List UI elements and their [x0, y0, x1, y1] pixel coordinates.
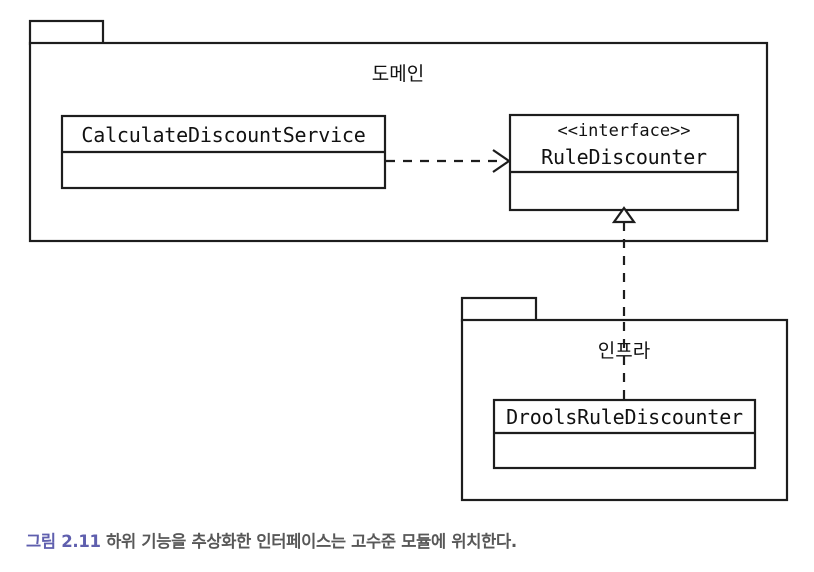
figure-caption: 그림 2.11 하위 기능을 추상화한 인터페이스는 고수준 모듈에 위치한다.: [26, 528, 806, 552]
class-calculate-discount-service[interactable]: CalculateDiscountService: [60, 114, 387, 190]
class-calculate-discount-service-name: CalculateDiscountService: [81, 123, 365, 147]
relation-realization: [611, 206, 637, 400]
package-domain-tab: [28, 19, 105, 46]
class-drools-rule-discounter[interactable]: DroolsRuleDiscounter: [492, 398, 757, 470]
class-rule-discounter[interactable]: <<interface>> RuleDiscounter: [508, 113, 740, 212]
class-rule-discounter-stereotype: <<interface>>: [557, 121, 690, 141]
relation-dependency: [386, 149, 511, 173]
figure-caption-text: 하위 기능을 추상화한 인터페이스는 고수준 모듈에 위치한다.: [106, 532, 517, 551]
package-infra-tab: [460, 296, 538, 323]
class-drools-rule-discounter-name: DroolsRuleDiscounter: [506, 405, 743, 429]
dependency-arrowhead-icon: [492, 149, 511, 173]
package-infra-label: 인프라: [598, 340, 650, 362]
class-rule-discounter-outline: [508, 113, 740, 212]
package-domain-label: 도메인: [372, 63, 424, 85]
figure-caption-number: 그림 2.11: [26, 532, 101, 551]
class-rule-discounter-name: RuleDiscounter: [541, 145, 707, 169]
